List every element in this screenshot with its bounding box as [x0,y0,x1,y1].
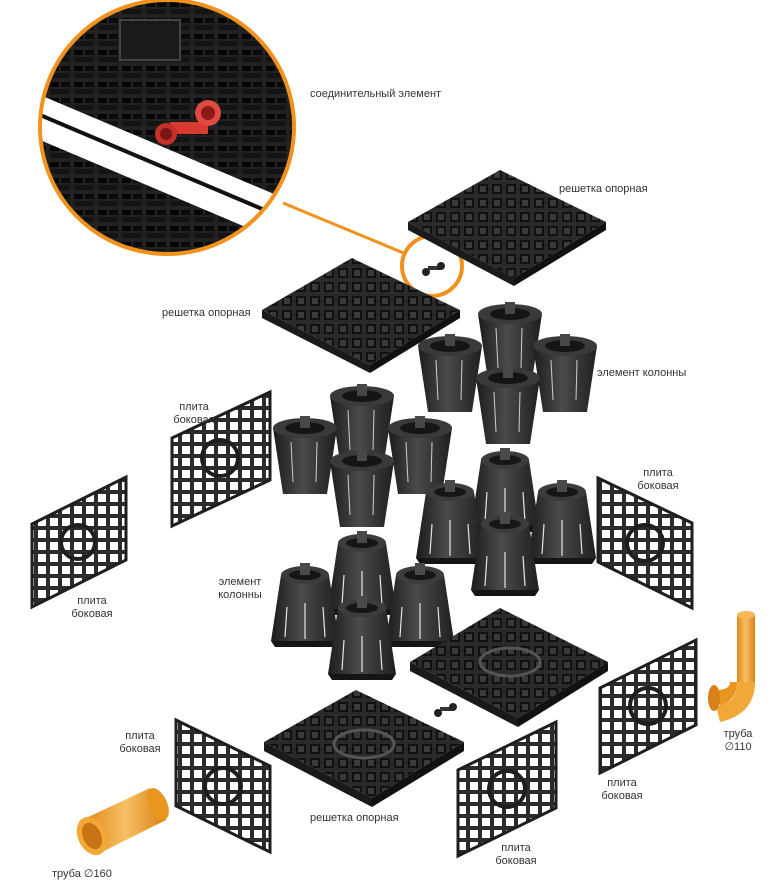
label-pipe-160: труба ∅160 [52,868,112,880]
connector-element-small [422,262,445,276]
label-grid-top-left: решетка опорная [162,307,251,319]
side-plate-far-left [30,474,128,610]
label-plate-right-low: плита боковая [601,777,643,802]
label-grid-top-right: решетка опорная [559,183,648,195]
side-plate-upper-left [170,389,272,529]
label-pipe-110: труба ∅110 [723,728,753,753]
pipe-straight-160 [76,788,169,856]
side-plate-right-mid [596,475,694,611]
label-column-right: элемент колонны [597,367,687,379]
label-plate-far-left: плита боковая [71,595,113,620]
label-connector: соединительный элемент [310,88,442,100]
label-plate-bottom-mid: плита боковая [495,842,537,867]
pipe-elbow-110 [708,611,755,722]
label-plate-upper-left: плита боковая [173,401,215,426]
label-column-left: элемент колонны [218,576,262,601]
connector-element-bottom [434,703,457,717]
label-grid-bottom: решетка опорная [310,812,399,824]
support-grid-bottom-left [264,690,464,807]
side-plate-lower-left [174,717,272,855]
side-plate-bottom-mid [456,719,558,859]
label-plate-right-mid: плита боковая [637,467,679,492]
side-plate-right-low [598,637,698,776]
label-plate-lower-left: плита боковая [119,730,161,755]
support-grid-top-right [408,170,606,286]
support-grid-bottom-right [410,608,608,727]
callout-magnifier [38,0,464,298]
support-grid-top-left [262,258,460,373]
connector-element-zoomed [155,100,221,145]
